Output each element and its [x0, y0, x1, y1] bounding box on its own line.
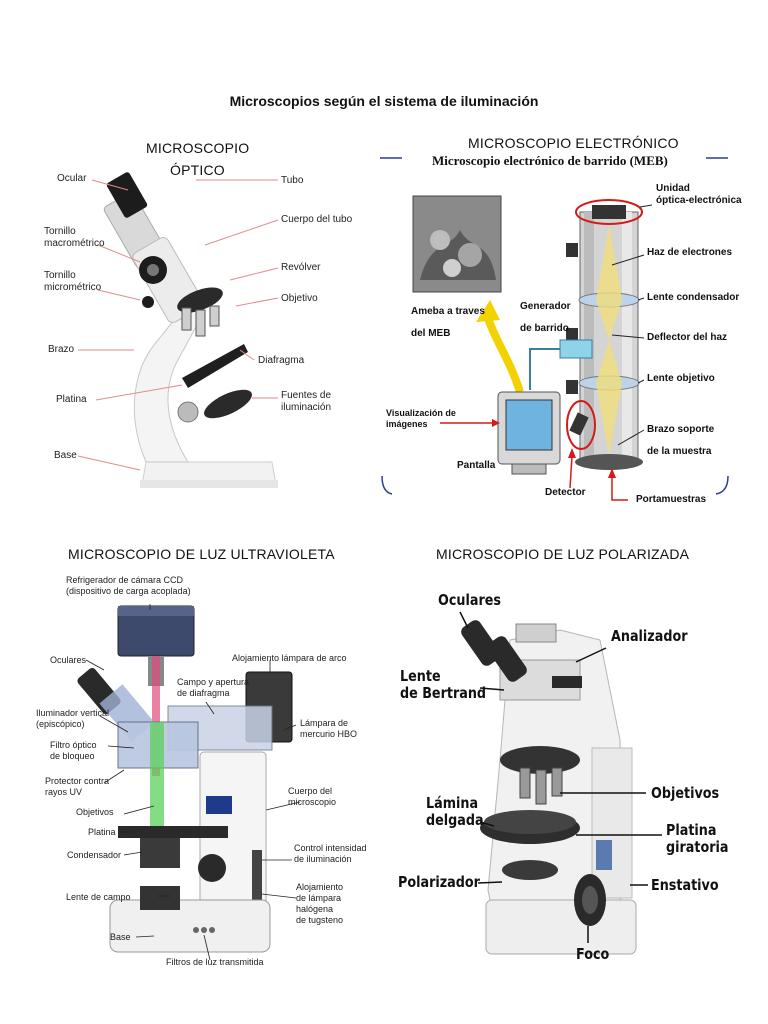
optical-label-diafragma: Diafragma [258, 355, 305, 366]
polarized-title: MICROSCOPIO DE LUZ POLARIZADA [436, 546, 690, 562]
polarized-label-estativo: Enstativo [651, 876, 719, 894]
polarized-label-objetivos: Objetivos [651, 784, 720, 802]
polarized-label-platina: Platina giratoria [666, 821, 729, 856]
electron-label-ameba: Ameba a traves del MEB [411, 306, 485, 339]
optical-label-brazo: Brazo [48, 344, 75, 355]
electron-label-lente-objetivo: Lente objetivo [647, 373, 715, 384]
optical-label-macrometrico: Tornillo macrométrico [44, 226, 105, 249]
uv-label-lente-campo: Lente de campo [66, 892, 131, 902]
electron-label-brazo: Brazo soporte de la muestra [647, 424, 715, 457]
optical-label-ocular: Ocular [57, 173, 87, 184]
uv-label-condensador: Condensador [67, 850, 122, 860]
uv-label-filtros: Filtros de luz transmitida [166, 957, 264, 967]
polarized-label-analizador: Analizador [611, 627, 688, 645]
optical-label-fuentes: Fuentes de iluminación [281, 390, 332, 413]
uv-label-platina: Platina [88, 827, 116, 837]
uv-label-alojamiento-arco: Alojamiento lámpara de arco [232, 653, 347, 663]
optical-label-objetivo: Objetivo [281, 293, 318, 304]
uv-label-objetivos: Objetivos [76, 807, 114, 817]
uv-label-filtro: Filtro óptico de bloqueo [50, 740, 97, 761]
optical-label-base: Base [54, 450, 77, 461]
optical-label-cuerpo: Cuerpo del tubo [281, 214, 353, 225]
polarized-label-oculares: Oculares [438, 591, 501, 609]
electron-label-generador: Generador de barrido [520, 301, 571, 334]
optical-label-revolver: Revólver [281, 262, 321, 273]
electron-title: MICROSCOPIO ELECTRÓNICO [468, 135, 679, 151]
optical-label-platina: Platina [56, 394, 87, 405]
electron-subtitle: Microscopio electrónico de barrido (MEB) [432, 153, 668, 168]
optical-title: MICROSCOPIO ÓPTICO [146, 137, 249, 181]
electron-label-deflector: Deflector del haz [647, 332, 728, 343]
uv-label-alojamiento-halogena: Alojamiento de lámpara halógena de tugst… [296, 882, 344, 925]
uv-label-oculares: Oculares [50, 655, 87, 665]
electron-label-unidad: Unidad óptica-electrónica [656, 183, 742, 206]
polarized-label-foco: Foco [576, 945, 610, 963]
uv-label-campo: Campo y apertura de diafragma [177, 677, 250, 698]
uv-label-cuerpo: Cuerpo del microscopio [288, 786, 337, 807]
polarized-label-lamina: Lámina delgada [426, 794, 484, 829]
electron-label-detector: Detector [545, 487, 586, 498]
electron-label-visualizacion: Visualización de imágenes [386, 408, 456, 429]
uv-title: MICROSCOPIO DE LUZ ULTRAVIOLETA [68, 546, 335, 562]
polarized-label-bertrand: Lente de Bertrand [400, 667, 487, 702]
uv-label-control: Control intensidad de iluminación [294, 843, 367, 864]
page-title: Microscopios según el sistema de ilumina… [229, 93, 539, 109]
uv-label-base: Base [110, 932, 131, 942]
polarized-label-polarizador: Polarizador [398, 873, 480, 891]
optical-title-line2: ÓPTICO [170, 162, 225, 178]
uv-label-iluminador: Iluminador vertical (episcópico) [36, 708, 110, 729]
uv-label-protector: Protector contra rayos UV [45, 776, 110, 797]
electron-label-condensador: Lente condensador [647, 292, 740, 303]
uv-label-refrigerador: Refrigerador de cámara CCD (dispositivo … [66, 575, 191, 596]
optical-label-micrometrico: Tornillo micrométrico [44, 270, 102, 293]
electron-label-pantalla: Pantalla [457, 460, 496, 471]
optical-label-tubo: Tubo [281, 175, 304, 186]
optical-title-line1: MICROSCOPIO [146, 140, 250, 156]
electron-label-haz: Haz de electrones [647, 247, 733, 258]
uv-label-lampara-hbo: Lámpara de mercurio HBO [300, 718, 358, 739]
electron-label-portamuestras: Portamuestras [636, 494, 707, 505]
